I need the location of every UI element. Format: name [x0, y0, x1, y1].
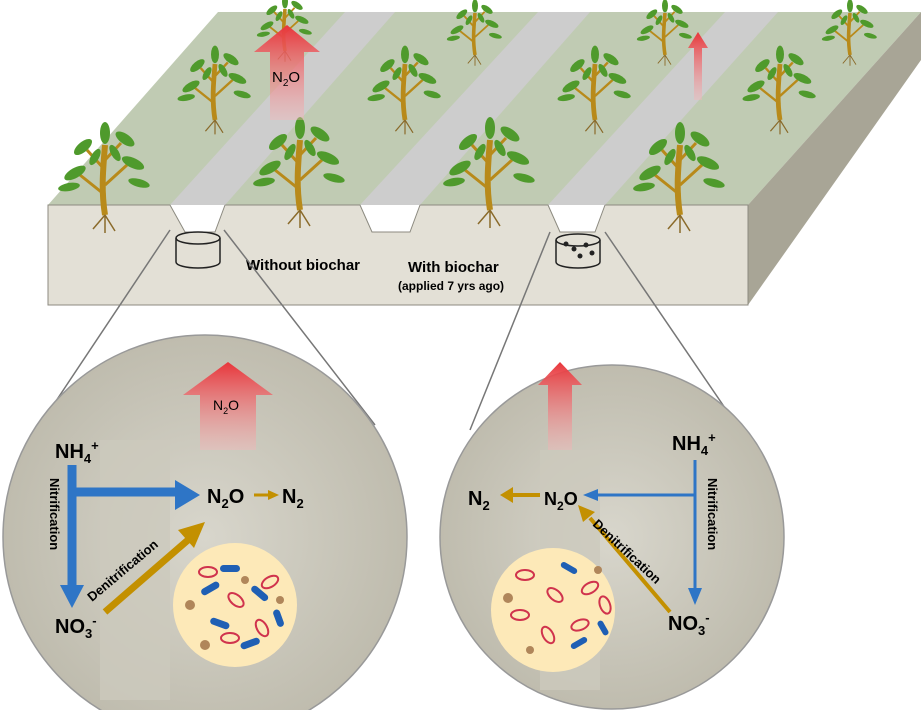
- right-zoom-line: [604, 231, 741, 431]
- ammonium-label: NH4+: [55, 438, 99, 466]
- left-zoom-line: [39, 229, 171, 426]
- nitrate-label: NO3-: [55, 613, 97, 641]
- bacteria-icon: [491, 548, 615, 672]
- small-n2o-flux-arrow: [538, 362, 582, 450]
- right-zoom-panel: NH4+ NO3- N2O N2 Nitrification Denitrifi…: [439, 362, 785, 710]
- n2o-flux-arrow: [183, 362, 273, 450]
- flux-n2o-label: N2O: [213, 397, 239, 416]
- field-n2o-emission-arrow: N2O: [254, 25, 320, 120]
- n2o-label: N2O: [207, 486, 244, 511]
- with-biochar-label: With biochar: [408, 259, 499, 276]
- with-biochar-note: (applied 7 yrs ago): [398, 279, 504, 293]
- left-zoom-line: [223, 229, 376, 426]
- field-n2o-label: N2O: [272, 69, 300, 89]
- ammonium-label: NH4+: [672, 430, 716, 458]
- nitrification-label: Nitrification: [47, 478, 62, 550]
- biochar-chamber-icon: [555, 233, 601, 269]
- bacteria-icon: [173, 543, 297, 667]
- field-small-emission-arrow: [688, 32, 708, 100]
- nitrification-label: Nitrification: [705, 478, 720, 550]
- without-biochar-label: Without biochar: [246, 257, 360, 274]
- right-zoom-line: [469, 231, 551, 431]
- gas-chamber-icon: [175, 231, 221, 269]
- left-zoom-panel: N2O NH4+ NO3- N2O N2 Nitrification Denit…: [2, 334, 408, 710]
